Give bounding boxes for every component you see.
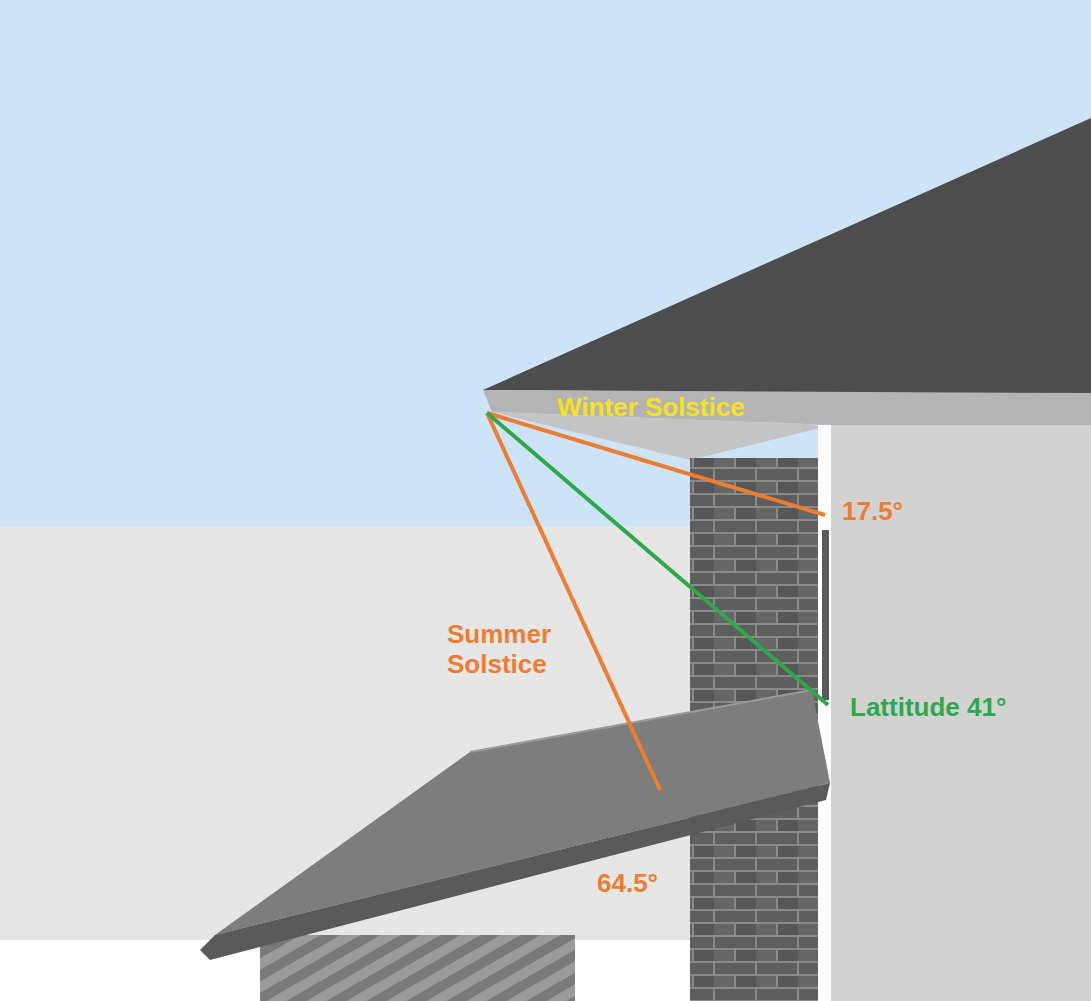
- angle-label: 17.5°: [842, 497, 903, 527]
- main-roof: [483, 118, 1091, 395]
- angle-label: 64.5°: [597, 869, 658, 899]
- window-edge: [822, 530, 829, 700]
- latitude-label: Lattitude 41°: [850, 693, 1006, 723]
- porch-siding: [260, 935, 575, 1001]
- winter-sun-line: [487, 413, 825, 515]
- porch-roof-fascia: [200, 783, 830, 960]
- roof-fascia: [483, 390, 1091, 425]
- house-wall: [830, 425, 1091, 1001]
- season-label: Summer Solstice: [447, 620, 597, 680]
- season-label: Winter Solstice: [557, 393, 745, 423]
- summer-sun-line: [487, 413, 660, 790]
